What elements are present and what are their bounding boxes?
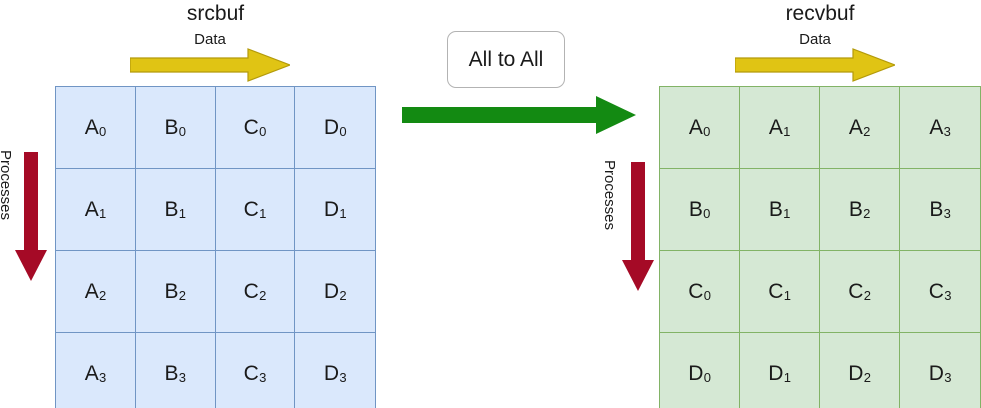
all-to-all-arrow-icon xyxy=(402,96,636,134)
recvbuf-title: recvbuf xyxy=(785,2,855,25)
srcbuf-processes-arrow-icon xyxy=(15,152,47,281)
recvbuf-data-axis-label: Data xyxy=(799,31,831,48)
recvbuf-data-arrow-icon xyxy=(735,48,895,82)
all-to-all-label-box: All to All xyxy=(447,31,565,88)
recvbuf-processes-arrow-icon xyxy=(622,162,654,291)
all-to-all-label: All to All xyxy=(468,47,544,71)
srcbuf-title: srcbuf xyxy=(186,2,245,25)
recvbuf-processes-axis-label: Processes xyxy=(601,160,618,231)
srcbuf-data-axis-label: Data xyxy=(194,31,226,48)
srcbuf-processes-axis-label: Processes xyxy=(0,150,14,221)
srcbuf-data-arrow-icon xyxy=(130,48,290,82)
